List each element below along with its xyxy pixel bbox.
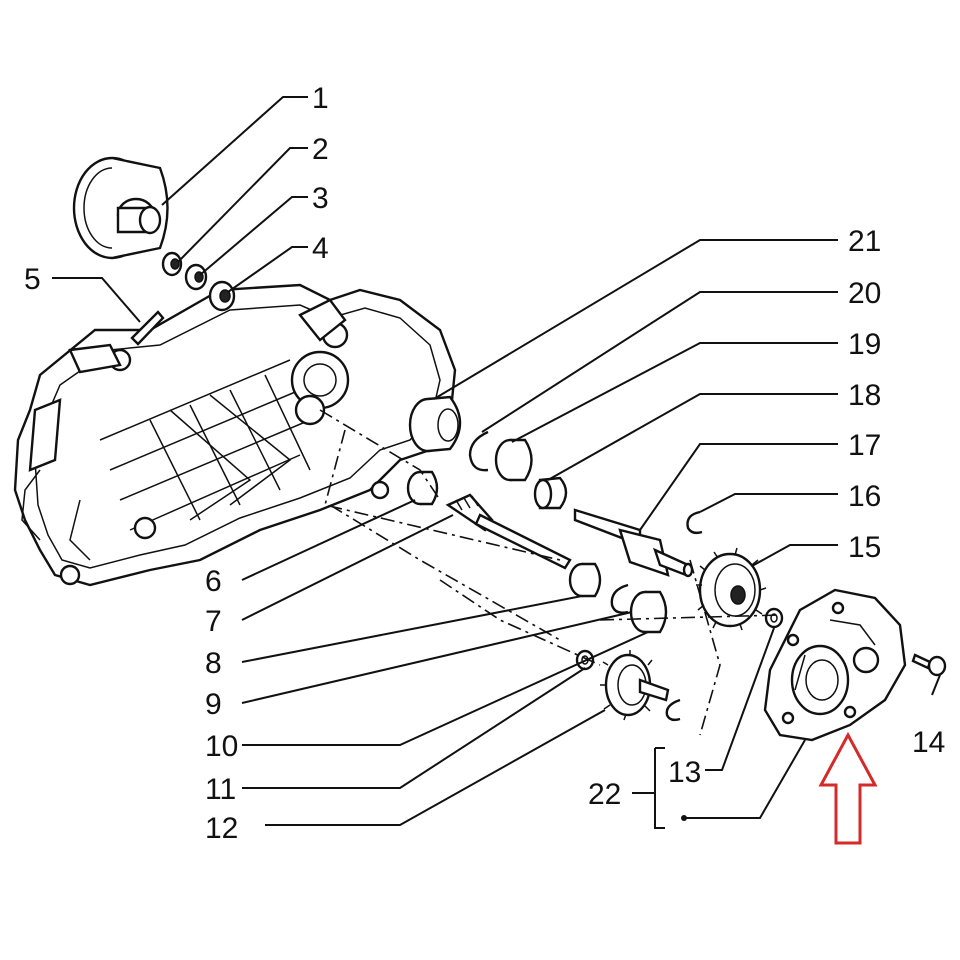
part-9-circlip — [610, 583, 629, 614]
part-14-bolt — [911, 653, 947, 677]
part-3-bearing — [184, 263, 208, 291]
callout-18: 18 — [848, 379, 881, 412]
callout-19: 19 — [848, 328, 881, 361]
callout-3: 3 — [312, 182, 329, 215]
part-1-drive-pulley — [72, 156, 169, 260]
part-10-bearing — [629, 590, 668, 634]
part-18-bushing — [533, 476, 568, 510]
callout-15: 15 — [848, 531, 881, 564]
part-17-output-shaft — [573, 508, 694, 578]
callout-22-dot — [681, 815, 687, 821]
crankcase-housing — [13, 283, 457, 587]
callout-5: 5 — [24, 263, 41, 296]
callout-11: 11 — [205, 773, 236, 806]
part-12-intermediate-gear — [600, 650, 670, 721]
part-7-drive-shaft — [445, 493, 572, 570]
part-22-transmission-cover — [763, 588, 907, 742]
part-16-circlip — [686, 510, 703, 535]
callout-12: 12 — [205, 812, 238, 845]
callout-labels: 1 2 3 4 5 6 7 8 9 10 11 12 13 14 15 16 1… — [24, 82, 945, 845]
leader-lines — [52, 96, 941, 829]
callout-6: 6 — [205, 565, 222, 598]
callout-22: 22 — [588, 778, 621, 811]
callout-16: 16 — [848, 480, 881, 513]
callout-8: 8 — [205, 647, 222, 680]
callout-2: 2 — [312, 133, 329, 166]
callout-13: 13 — [668, 756, 701, 789]
part-8-bearing — [568, 562, 602, 598]
part-5-pin — [130, 310, 165, 346]
part-19-bearing — [494, 438, 533, 482]
part-21-bearing — [408, 395, 462, 453]
callout-4: 4 — [312, 232, 329, 265]
highlight-arrow-up — [818, 731, 878, 845]
part-10b-circlip — [665, 698, 681, 722]
callout-21: 21 — [848, 225, 881, 258]
assembly-center-lines — [319, 409, 781, 736]
callout-20: 20 — [848, 277, 881, 310]
callout-7: 7 — [205, 605, 222, 638]
part-2-bearing — [161, 251, 183, 277]
part-13-washer — [764, 607, 784, 629]
callout-9: 9 — [205, 688, 222, 721]
part-4-nut — [208, 280, 236, 312]
part-20-circlip — [468, 430, 489, 472]
callout-1: 1 — [312, 82, 329, 115]
callout-17: 17 — [848, 429, 881, 462]
callout-10: 10 — [205, 730, 238, 763]
callout-14: 14 — [912, 726, 945, 759]
